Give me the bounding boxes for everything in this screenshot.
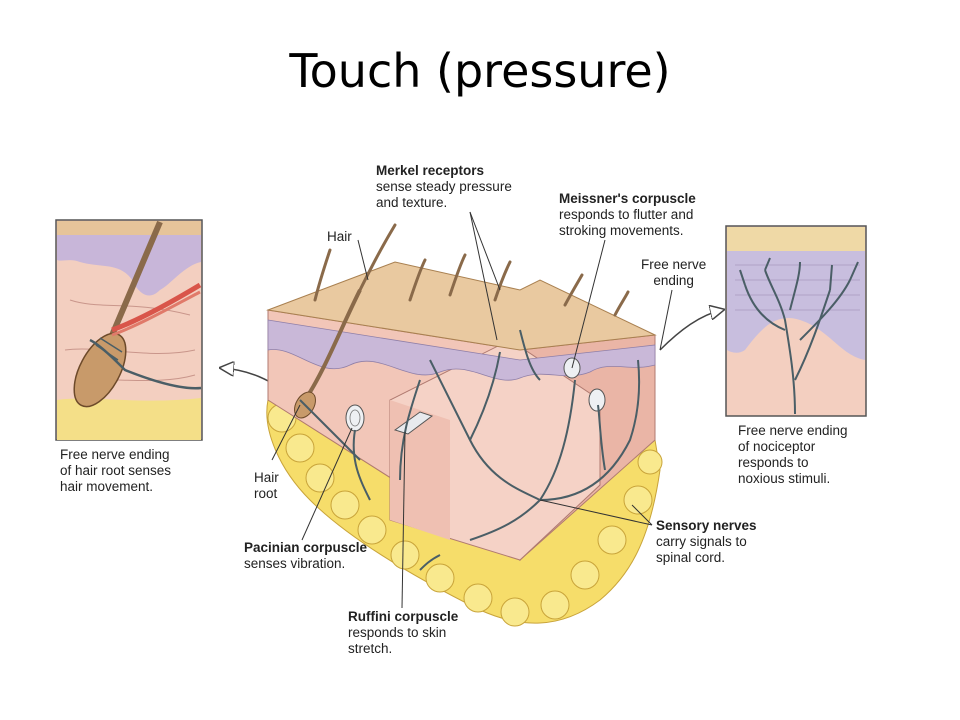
free-nerve-line1: Free nerve [641, 257, 707, 272]
sensory-nerves-name: Sensory nerves [656, 518, 757, 533]
free-nerve-ending-label: Free nerve ending [641, 257, 706, 289]
hair-root-line2: root [254, 486, 278, 501]
nociceptor-inset [725, 225, 867, 417]
merkel-line1: sense steady pressure [376, 179, 512, 194]
slide-title: Touch (pressure) [289, 44, 671, 98]
pacinian-name: Pacinian corpuscle [244, 540, 368, 555]
hair-root-label: Hair root [254, 470, 279, 502]
ruffini-label: Ruffini corpuscle responds to skin stret… [348, 609, 458, 657]
sensory-nerves-line2: spinal cord. [656, 550, 726, 565]
nociceptor-line2: of nociceptor [738, 439, 816, 454]
nociceptor-line1: Free nerve ending [738, 423, 848, 438]
ruffini-name: Ruffini corpuscle [348, 609, 459, 624]
meissner-label: Meissner's corpuscle responds to flutter… [559, 191, 696, 239]
nociceptor-inset-caption: Free nerve ending of nociceptor responds… [738, 423, 848, 487]
sensory-nerves-line1: carry signals to [656, 534, 747, 549]
hair-root-inset-line1: Free nerve ending [60, 447, 170, 462]
hair-root-inset [55, 219, 203, 441]
sensory-nerves-label: Sensory nerves carry signals to spinal c… [656, 518, 757, 566]
ruffini-line1: responds to skin [348, 625, 447, 640]
merkel-line2: and texture. [376, 195, 448, 210]
nociceptor-line4: noxious stimuli. [738, 471, 831, 486]
hair-root-inset-caption: Free nerve ending of hair root senses ha… [60, 447, 171, 495]
pacinian-line1: senses vibration. [244, 556, 346, 571]
meissner-line1: responds to flutter and [559, 207, 694, 222]
ruffini-line2: stretch. [348, 641, 393, 656]
hair-label: Hair [327, 229, 352, 245]
hair-root-line1: Hair [254, 470, 279, 485]
leader-lines [271, 211, 673, 609]
meissner-line2: stroking movements. [559, 223, 684, 238]
merkel-receptors-label: Merkel receptors sense steady pressure a… [376, 163, 512, 211]
nociceptor-line3: responds to [738, 455, 809, 470]
hair-text: Hair [327, 229, 352, 244]
hair-root-inset-line3: hair movement. [60, 479, 154, 494]
meissner-name: Meissner's corpuscle [559, 191, 696, 206]
free-nerve-line2: ending [653, 273, 694, 288]
merkel-name: Merkel receptors [376, 163, 485, 178]
pacinian-label: Pacinian corpuscle senses vibration. [244, 540, 367, 572]
hair-root-inset-line2: of hair root senses [60, 463, 172, 478]
